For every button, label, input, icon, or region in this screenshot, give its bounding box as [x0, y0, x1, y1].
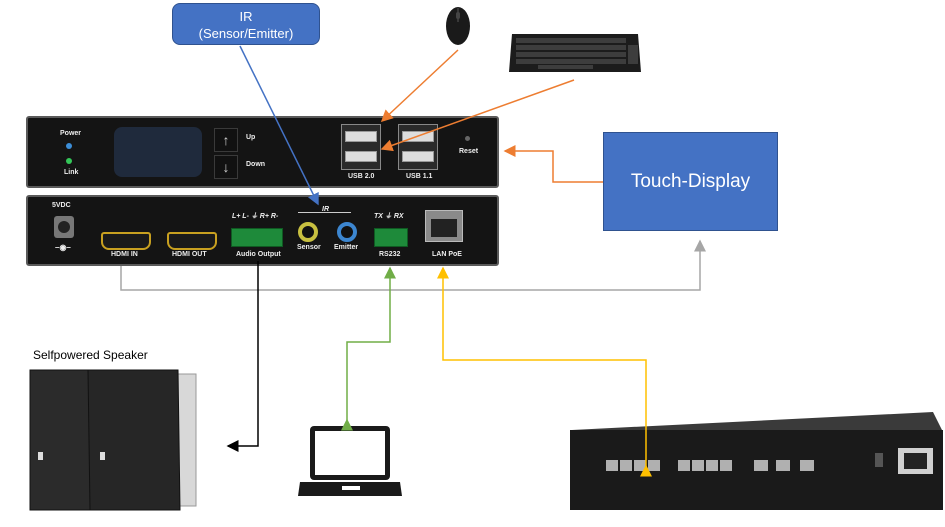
rs232-terminal[interactable]	[374, 228, 408, 247]
mouse-icon	[445, 6, 471, 46]
dc-polarity-symbol: –◉–	[55, 243, 71, 252]
front-display-window	[114, 127, 202, 177]
down-label: Down	[246, 161, 266, 168]
speaker-icon	[28, 368, 200, 512]
audio-pins-label: L+ L- ⏚ R+ R-	[232, 213, 279, 220]
extender-rear-panel: 5VDC –◉– HDMI IN HDMI OUT L+ L- ⏚ R+ R- …	[26, 195, 499, 266]
audio-to-speaker-line	[226, 261, 259, 452]
lan-poe-label: LAN PoE	[432, 251, 462, 258]
up-label: Up	[246, 134, 256, 141]
power-in-label: 5VDC	[52, 202, 71, 209]
hdmi-to-display-line	[120, 239, 706, 291]
hdmi-out-port[interactable]	[167, 232, 217, 250]
touch-display-box: Touch-Display	[603, 132, 778, 231]
mouse-to-usb-line	[380, 49, 459, 123]
power-label: Power	[60, 130, 82, 137]
keyboard-icon	[508, 32, 642, 74]
ir-group-label: IR	[322, 206, 329, 213]
hdmi-in-label: HDMI IN	[111, 251, 138, 258]
ir-emitter-jack[interactable]	[337, 222, 357, 242]
sensor-label: Sensor	[297, 244, 321, 251]
touch-to-unit-line	[503, 145, 603, 183]
link-led	[66, 158, 72, 164]
audio-output-terminal[interactable]	[231, 228, 283, 247]
link-label: Link	[64, 169, 79, 176]
keyboard-to-usb-line	[380, 79, 575, 152]
hdmi-in-port[interactable]	[101, 232, 151, 250]
rs232-to-laptop-line	[341, 266, 396, 431]
laptop-icon	[298, 424, 402, 498]
extender-front-panel: Power Link ↑ ↓ Up Down USB 2.0 USB 1.1 R…	[26, 116, 499, 188]
hdmi-out-label: HDMI OUT	[172, 251, 207, 258]
down-button[interactable]: ↓	[214, 155, 238, 179]
ir-bar-line	[298, 212, 351, 213]
up-button[interactable]: ↑	[214, 128, 238, 152]
ir-to-sensor-line	[239, 45, 319, 206]
dc-power-jack[interactable]	[54, 216, 74, 238]
rs232-pins-label: TX ⏚ RX	[374, 213, 404, 220]
emitter-label: Emitter	[334, 244, 359, 251]
usb2-port[interactable]	[341, 124, 381, 170]
lan-poe-port[interactable]	[425, 210, 463, 242]
ir-label-box: IR (Sensor/Emitter)	[172, 3, 320, 45]
speaker-label: Selfpowered Speaker	[33, 348, 148, 362]
usb11-label: USB 1.1	[406, 173, 433, 180]
touch-display-label: Touch-Display	[630, 170, 751, 192]
usb2-label: USB 2.0	[348, 173, 375, 180]
audio-output-label: Audio Output	[236, 251, 281, 258]
ir-label-title: IR	[239, 9, 253, 24]
lan-to-switch-line	[437, 266, 652, 477]
ir-sensor-jack[interactable]	[298, 222, 318, 242]
reset-label: Reset	[459, 148, 479, 155]
ir-label-subtitle: (Sensor/Emitter)	[198, 26, 294, 41]
reset-button[interactable]	[465, 136, 470, 141]
rs232-label: RS232	[379, 251, 401, 258]
power-led	[66, 143, 72, 149]
